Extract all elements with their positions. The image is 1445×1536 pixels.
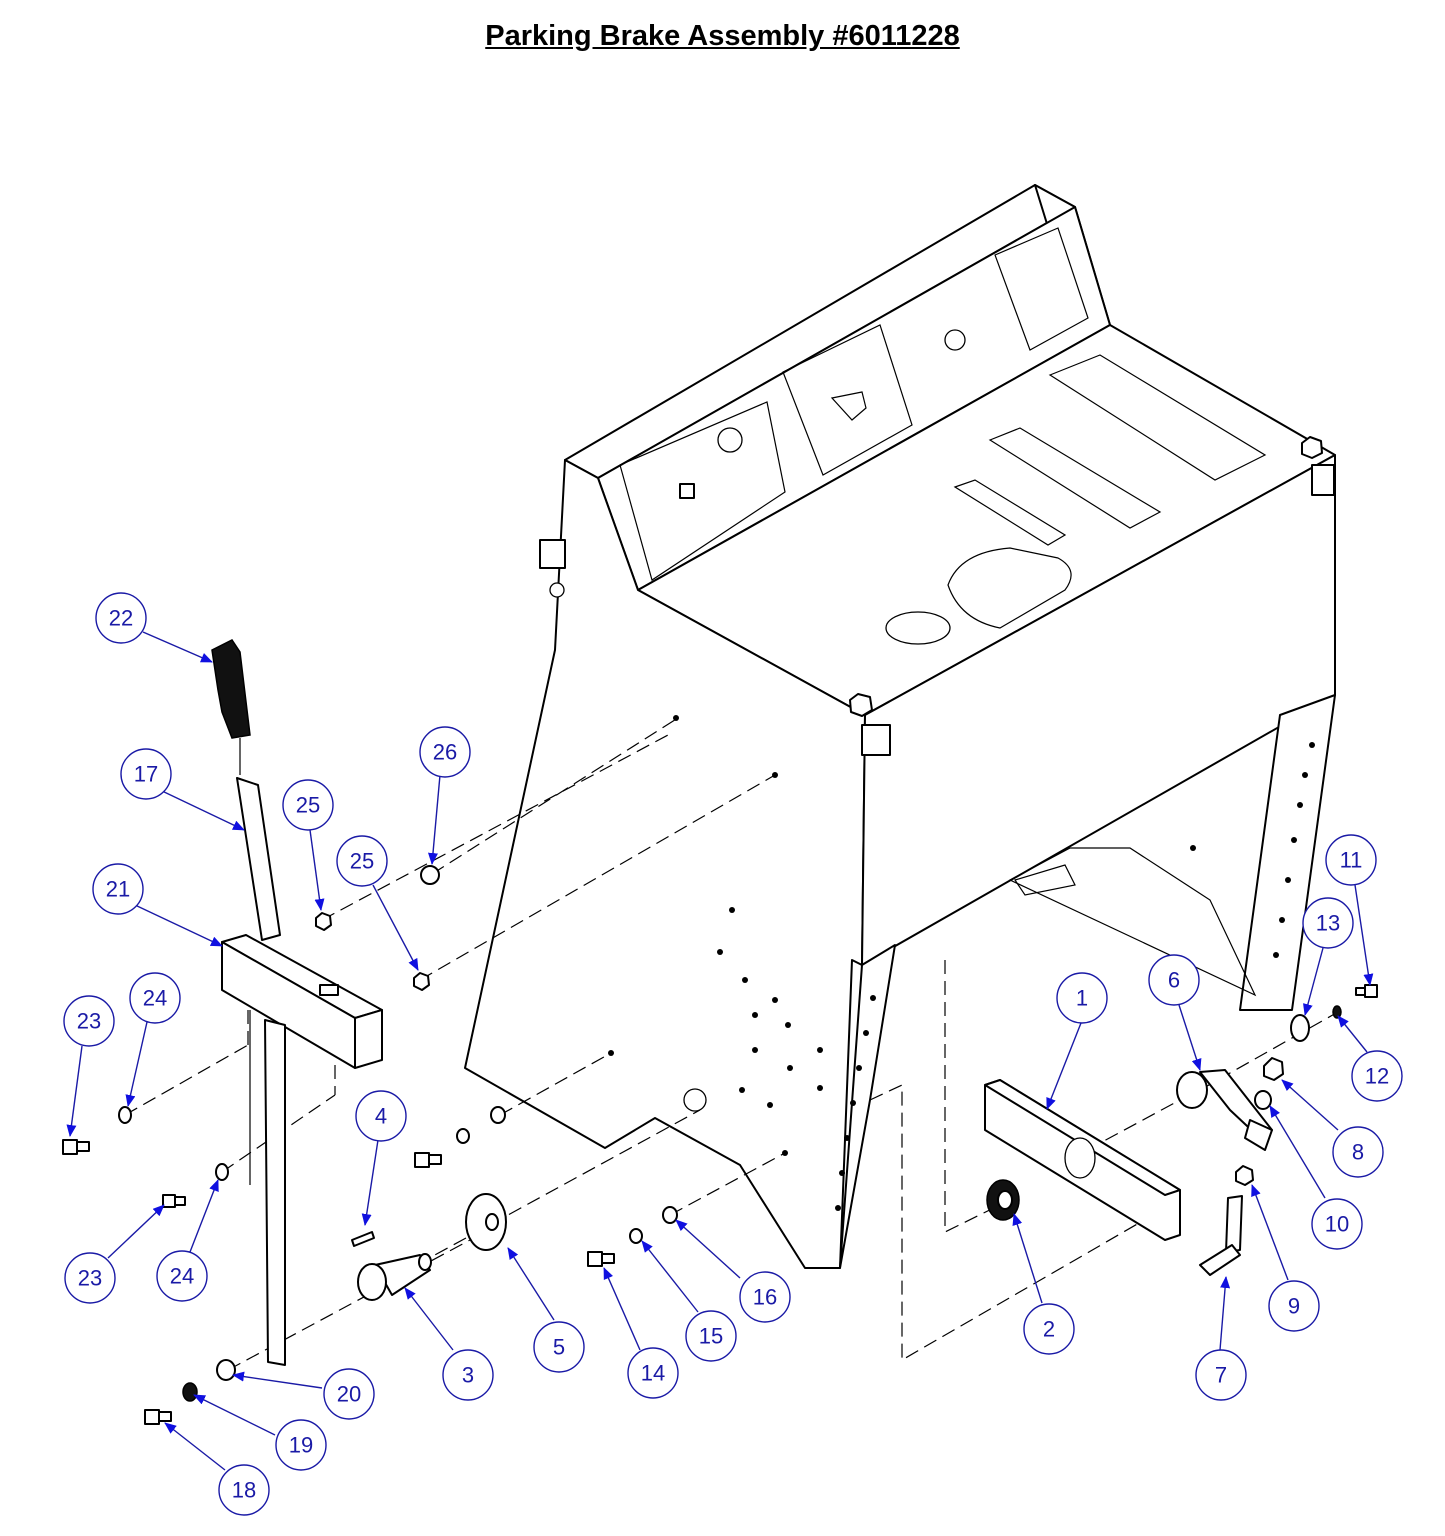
callout-22: 22 [95, 592, 147, 644]
callout-label: 21 [106, 877, 130, 902]
callout-label: 17 [134, 762, 158, 787]
part-4-pin [351, 1231, 375, 1247]
callout-label: 19 [289, 1433, 313, 1458]
callout-label: 25 [350, 849, 374, 874]
part-22-handle-grip [211, 639, 251, 775]
callout-label: 12 [1365, 1064, 1389, 1089]
part-23-bolt-upper [62, 1139, 90, 1155]
callout-label: 26 [433, 740, 457, 765]
part-10-washer [1254, 1090, 1272, 1110]
callout-13: 13 [1302, 897, 1354, 949]
part-25-nut-upper [315, 912, 332, 931]
part-26-spacer [420, 865, 440, 885]
part-17-lever-arm [236, 777, 281, 941]
callout-label: 5 [553, 1335, 565, 1360]
callout-1: 1 [1056, 972, 1108, 1024]
part-25-nut-lower [413, 972, 430, 991]
callout-8: 8 [1332, 1126, 1384, 1178]
part-13-washer [1290, 1014, 1310, 1042]
callout-label: 24 [170, 1264, 194, 1289]
bolt-washers-upper [414, 1106, 506, 1168]
part-6-brake-arm [1176, 1069, 1273, 1151]
leg-holes [835, 742, 1315, 1211]
callout-label: 4 [375, 1104, 387, 1129]
callout-18: 18 [218, 1464, 270, 1516]
callout-2: 2 [1023, 1303, 1075, 1355]
part-11-bolt [1355, 984, 1378, 998]
callout-label: 15 [699, 1324, 723, 1349]
callout-label: 13 [1316, 911, 1340, 936]
part-14-bolt [587, 1251, 615, 1267]
callout-label: 7 [1215, 1363, 1227, 1388]
callout-23-lower: 23 [64, 1252, 116, 1304]
callout-label: 10 [1325, 1212, 1349, 1237]
callout-21: 21 [92, 863, 144, 915]
part-16-washer [662, 1206, 678, 1224]
callout-10: 10 [1311, 1198, 1363, 1250]
part-1-cross-bar [984, 1079, 1181, 1241]
callout-24-lower: 24 [156, 1250, 208, 1302]
part-2-bearing [986, 1179, 1020, 1221]
part-20-washer [216, 1359, 236, 1381]
callout-5: 5 [533, 1321, 585, 1373]
callout-label: 8 [1352, 1140, 1364, 1165]
callout-label: 9 [1288, 1294, 1300, 1319]
callout-label: 11 [1340, 848, 1363, 873]
callout-label: 25 [296, 793, 320, 818]
callout-3: 3 [442, 1349, 494, 1401]
part-19-lock-washer [182, 1382, 198, 1402]
part-23-bolt-lower [162, 1194, 186, 1208]
frame-assembly [464, 184, 1336, 1269]
callout-26: 26 [419, 726, 471, 778]
callout-17: 17 [120, 748, 172, 800]
part-24-washer-upper [118, 1106, 132, 1124]
callout-19: 19 [275, 1419, 327, 1471]
callout-6: 6 [1148, 954, 1200, 1006]
callout-24-upper: 24 [129, 972, 181, 1024]
callout-label: 16 [753, 1285, 777, 1310]
callout-label: 18 [232, 1478, 256, 1503]
callout-label: 24 [143, 986, 167, 1011]
part-8-nut [1263, 1057, 1284, 1081]
callout-7: 7 [1195, 1349, 1247, 1401]
part-24-washer-lower [215, 1163, 229, 1181]
callout-label: 1 [1076, 986, 1088, 1011]
page-title: Parking Brake Assembly #6011228 [485, 20, 960, 52]
callout-15: 15 [685, 1310, 737, 1362]
part-12-lock-washer [1332, 1005, 1342, 1019]
callout-leaders [66, 631, 1374, 1471]
callout-label: 2 [1043, 1317, 1055, 1342]
callout-bubbles: 1 2 3 4 5 6 7 8 9 10 11 12 13 14 15 16 1… [63, 592, 1403, 1516]
part-3-pivot-shaft [357, 1253, 432, 1301]
callout-16: 16 [739, 1271, 791, 1323]
part-7-t-bolt [1199, 1195, 1243, 1276]
callout-label: 23 [78, 1266, 102, 1291]
part-21-lever-bracket [221, 934, 383, 1366]
part-18-bolt [144, 1409, 172, 1425]
callout-4: 4 [355, 1090, 407, 1142]
part-9-nut [1235, 1165, 1254, 1186]
part-15-lock-washer [629, 1228, 643, 1244]
callout-label: 3 [462, 1363, 474, 1388]
part-5-hub [465, 1193, 507, 1251]
callout-12: 12 [1351, 1050, 1403, 1102]
callout-label: 20 [337, 1382, 361, 1407]
callout-23-upper: 23 [63, 995, 115, 1047]
callout-label: 23 [77, 1009, 101, 1034]
callout-label: 6 [1168, 968, 1180, 993]
callout-11: 11 [1325, 834, 1377, 886]
side-panel-holes [608, 715, 1196, 1156]
callout-14: 14 [627, 1347, 679, 1399]
callout-label: 14 [641, 1361, 665, 1386]
callout-25-lower: 25 [336, 835, 388, 887]
callout-20: 20 [323, 1368, 375, 1420]
callout-9: 9 [1268, 1280, 1320, 1332]
callout-label: 22 [109, 606, 133, 631]
callout-25-upper: 25 [282, 779, 334, 831]
